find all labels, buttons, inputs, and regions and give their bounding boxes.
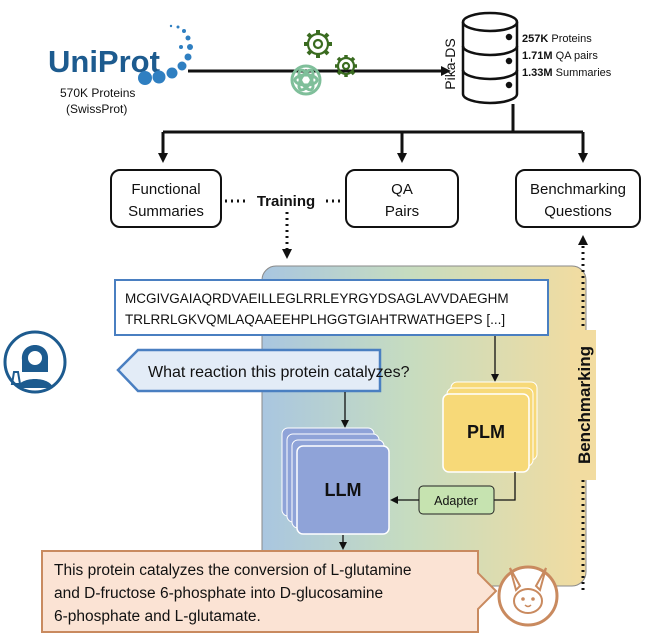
sequence-line-1: MCGIVGAIAQRDVAEILLEGLRRLEYRGYDSAGLAVVDAE… <box>125 291 509 306</box>
uniprot-source: (SwissProt) <box>66 102 127 116</box>
llm-label: LLM <box>325 480 362 500</box>
qa-pairs-box: QA Pairs <box>345 169 459 228</box>
answer-line-2: and D-fructose 6-phosphate into D-glucos… <box>54 585 383 602</box>
llm-block: LLM <box>281 427 390 535</box>
svg-text:Functional: Functional <box>131 181 200 198</box>
db-stat-summaries: 1.33M Summaries <box>522 67 612 79</box>
database-name: Pika-DS <box>442 38 458 89</box>
svg-text:Questions: Questions <box>544 203 612 220</box>
adapter-label: Adapter <box>434 494 478 508</box>
db-fanout-connector <box>158 104 588 163</box>
db-stat-proteins: 257K Proteins <box>522 33 592 45</box>
training-connector <box>225 199 344 259</box>
gears-icon <box>304 30 357 77</box>
benchmarking-label-bg <box>570 330 596 480</box>
openai-knot-icon <box>290 64 322 96</box>
plm-block: PLM <box>442 381 538 473</box>
svg-text:Summaries: Summaries <box>128 203 204 220</box>
training-label: Training <box>257 193 315 210</box>
answer-line-3: 6-phosphate and L-glutamate. <box>54 608 261 625</box>
question-callout <box>116 348 382 393</box>
plm-label: PLM <box>467 422 505 442</box>
sequence-line-2: TRLRRLGKVQMLAQAAEEHPLHGGTGIAHTRWATHGEPS … <box>125 312 505 327</box>
benchmarking-label: Benchmarking <box>575 346 594 464</box>
svg-text:Pairs: Pairs <box>385 203 419 220</box>
database-icon <box>461 11 519 105</box>
uniprot-dots-icon <box>138 24 193 85</box>
uniprot-logo: UniProt <box>48 24 193 85</box>
uniprot-count: 570K Proteins <box>60 86 135 100</box>
svg-text:QA: QA <box>391 181 413 198</box>
db-stat-qa-pairs: 1.71M QA pairs <box>522 50 598 62</box>
sequence-box <box>114 279 549 336</box>
benchmarking-questions-box: Benchmarking Questions <box>515 169 641 228</box>
svg-text:Benchmarking: Benchmarking <box>530 181 626 198</box>
plm-to-adapter-connector <box>494 472 516 501</box>
answer-callout <box>41 550 498 633</box>
answer-line-1: This protein catalyzes the conversion of… <box>54 562 412 579</box>
question-text: What reaction this protein catalyzes? <box>148 364 410 381</box>
functional-summaries-box: Functional Summaries <box>110 169 222 228</box>
scientist-avatar-icon <box>3 330 67 394</box>
database-stats: 257K Proteins 1.71M QA pairs 1.33M Summa… <box>522 33 612 79</box>
bunny-avatar-icon <box>497 565 559 627</box>
adapter-block: Adapter <box>418 485 495 515</box>
